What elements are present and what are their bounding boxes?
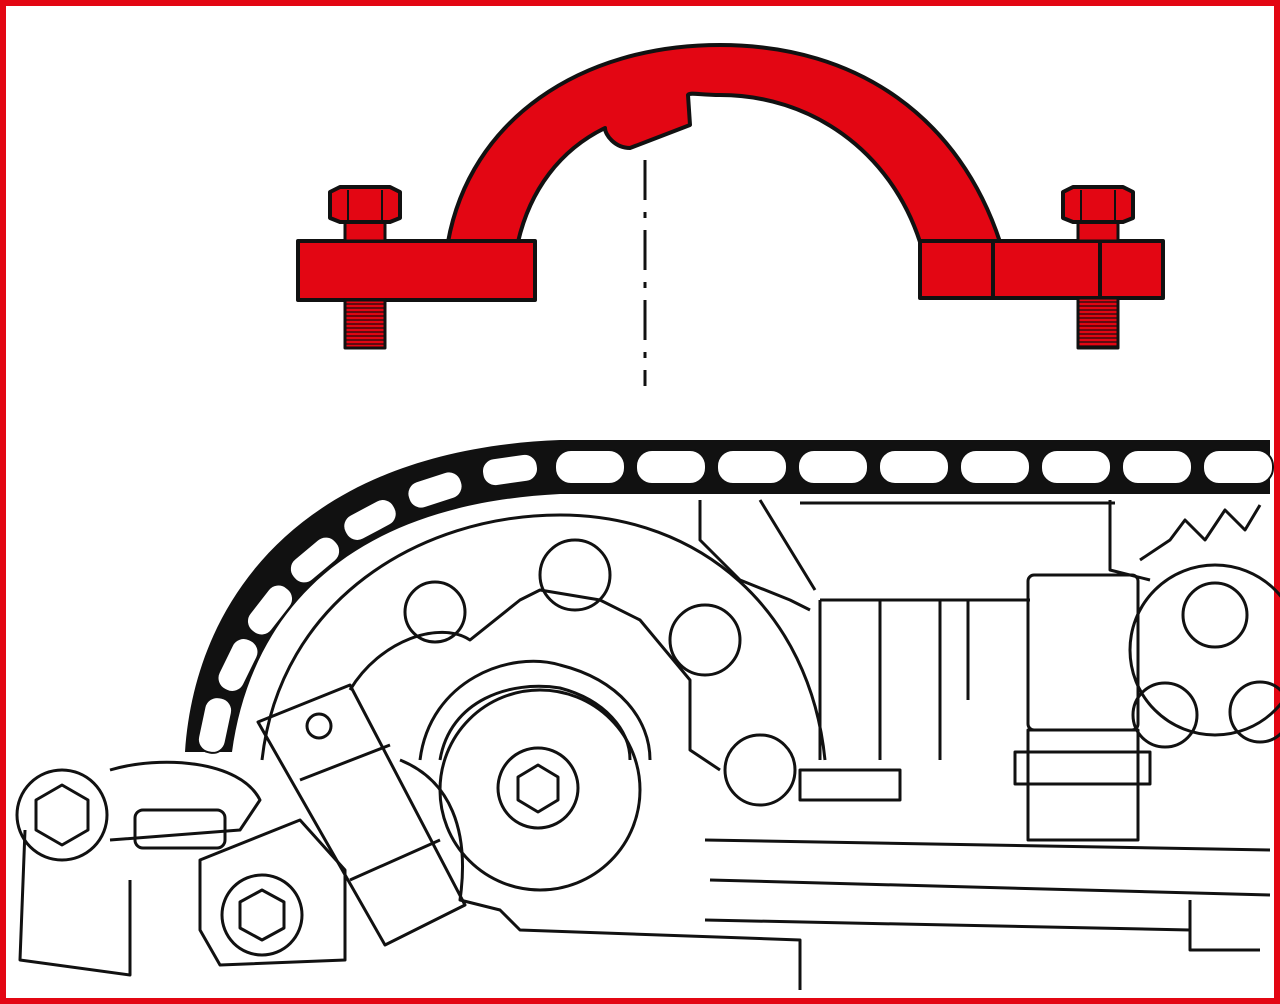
chain-link bbox=[1121, 449, 1193, 485]
tool-arch bbox=[446, 43, 1002, 244]
chain-link bbox=[635, 449, 707, 485]
timing-chain bbox=[185, 440, 1270, 752]
chain-link bbox=[481, 452, 539, 488]
plunger-housing bbox=[1026, 573, 1140, 732]
chain-link bbox=[245, 583, 295, 637]
tool-right-block bbox=[918, 239, 1165, 300]
gear bbox=[1128, 563, 1280, 737]
sprocket-bolt bbox=[496, 746, 580, 830]
chain-link bbox=[1040, 449, 1112, 485]
chain-link bbox=[406, 470, 464, 510]
camshaft-sprocket bbox=[260, 513, 827, 761]
chain-link bbox=[878, 449, 950, 485]
chain-link bbox=[342, 498, 398, 542]
bolt-left bbox=[328, 185, 402, 350]
chain-link bbox=[216, 637, 260, 693]
chain-link bbox=[196, 696, 234, 754]
chain-link bbox=[797, 449, 869, 485]
chain-link bbox=[716, 449, 788, 485]
chain-link bbox=[288, 535, 342, 585]
chain-tensioner bbox=[256, 683, 467, 947]
engine-block bbox=[818, 598, 1030, 760]
chain-link bbox=[959, 449, 1031, 485]
bolt-head-left bbox=[15, 768, 109, 862]
engine-parts bbox=[15, 499, 1280, 990]
chain-link bbox=[554, 449, 626, 485]
tool-left-block bbox=[296, 239, 537, 302]
chain-link bbox=[1202, 449, 1274, 485]
bolt-right bbox=[1061, 185, 1135, 350]
locking-tool bbox=[296, 43, 1165, 350]
